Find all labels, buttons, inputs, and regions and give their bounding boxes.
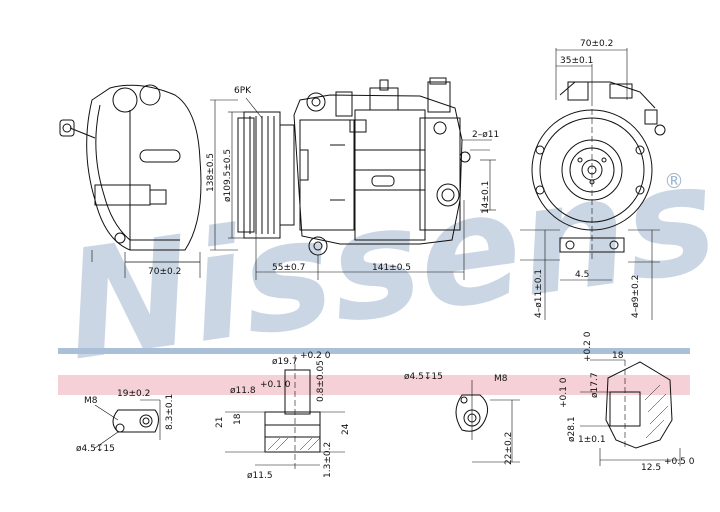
blue-band	[58, 348, 690, 354]
dim-length-14: 14±0.1	[481, 181, 491, 214]
d1-19: 19±0.2	[117, 389, 150, 399]
left-side-view	[59, 84, 202, 262]
detail-4-port	[580, 359, 681, 466]
dim-length-141: 141±0.5	[372, 263, 411, 273]
left-width-dimension: 70±0.2	[124, 252, 201, 278]
d2-18: 18	[233, 413, 243, 425]
d4-28-1: ø28.1	[567, 416, 577, 442]
d2-19-7: ø19.7	[272, 357, 298, 367]
d4-12-5: 12.5	[641, 463, 661, 473]
d2-21: 21	[215, 417, 225, 428]
d4-17-7-tol: +0.2 0	[583, 331, 593, 362]
right-dimensions	[520, 48, 660, 320]
d2-11-8: ø11.8	[230, 386, 256, 396]
right-end-view	[531, 81, 666, 260]
d2-11-5: ø11.5	[247, 471, 273, 481]
d2-0-8: 0.8±0.05	[316, 360, 326, 402]
center-front-view	[237, 77, 471, 256]
d4-28-1-tol: +0.1 0	[559, 377, 569, 408]
d4-18: 18	[612, 351, 624, 361]
detail-2-port	[225, 355, 345, 470]
dim-left-width: 70±0.2	[148, 267, 181, 277]
d3-22: 22±0.2	[504, 432, 514, 465]
d1-8-3: 8.3±0.1	[165, 394, 175, 430]
dim-height-138: 138±0.5	[206, 153, 216, 192]
dim-right-4x11: 4–ø11±0.1	[534, 269, 544, 318]
watermark-registered-mark: ®	[664, 169, 684, 193]
center-dimensions	[210, 97, 496, 280]
d2-1-3: 1.3±0.2	[323, 442, 333, 478]
d1-m8: M8	[84, 396, 98, 406]
detail-3-fitting	[455, 380, 520, 463]
d3-4-5: ø4.5↧15	[404, 372, 443, 382]
d2-24: 24	[341, 423, 351, 435]
detail-2-hatch	[267, 437, 321, 451]
dim-pulley-diameter: ø109.5±0.5	[223, 149, 233, 202]
dim-length-55: 55±0.7	[272, 263, 305, 273]
d1-4-5: ø4.5↧15	[76, 444, 115, 454]
dim-right-35: 35±0.1	[560, 56, 593, 66]
d4-1: 1±0.1	[578, 435, 606, 445]
dim-holes-2x11: 2–ø11	[472, 130, 499, 140]
dim-right-width-70: 70±0.2	[580, 39, 613, 49]
d4-12-5-tol: +0.5 0	[664, 457, 695, 467]
d2-19-7-tol: +0.2 0	[300, 351, 331, 361]
pink-band	[58, 375, 690, 395]
d3-m8: M8	[494, 374, 508, 384]
detail-4-hatch	[644, 384, 669, 439]
dim-right-4-5: 4.5	[575, 270, 589, 280]
d2-11-8-tol: +0.1 0	[260, 380, 291, 390]
detail-1-fitting	[94, 399, 161, 449]
d4-17-7: ø17.7	[590, 372, 600, 398]
dim-right-4x9: 4–ø9±0.2	[631, 275, 641, 318]
dim-belt-type: 6PK	[234, 86, 252, 96]
